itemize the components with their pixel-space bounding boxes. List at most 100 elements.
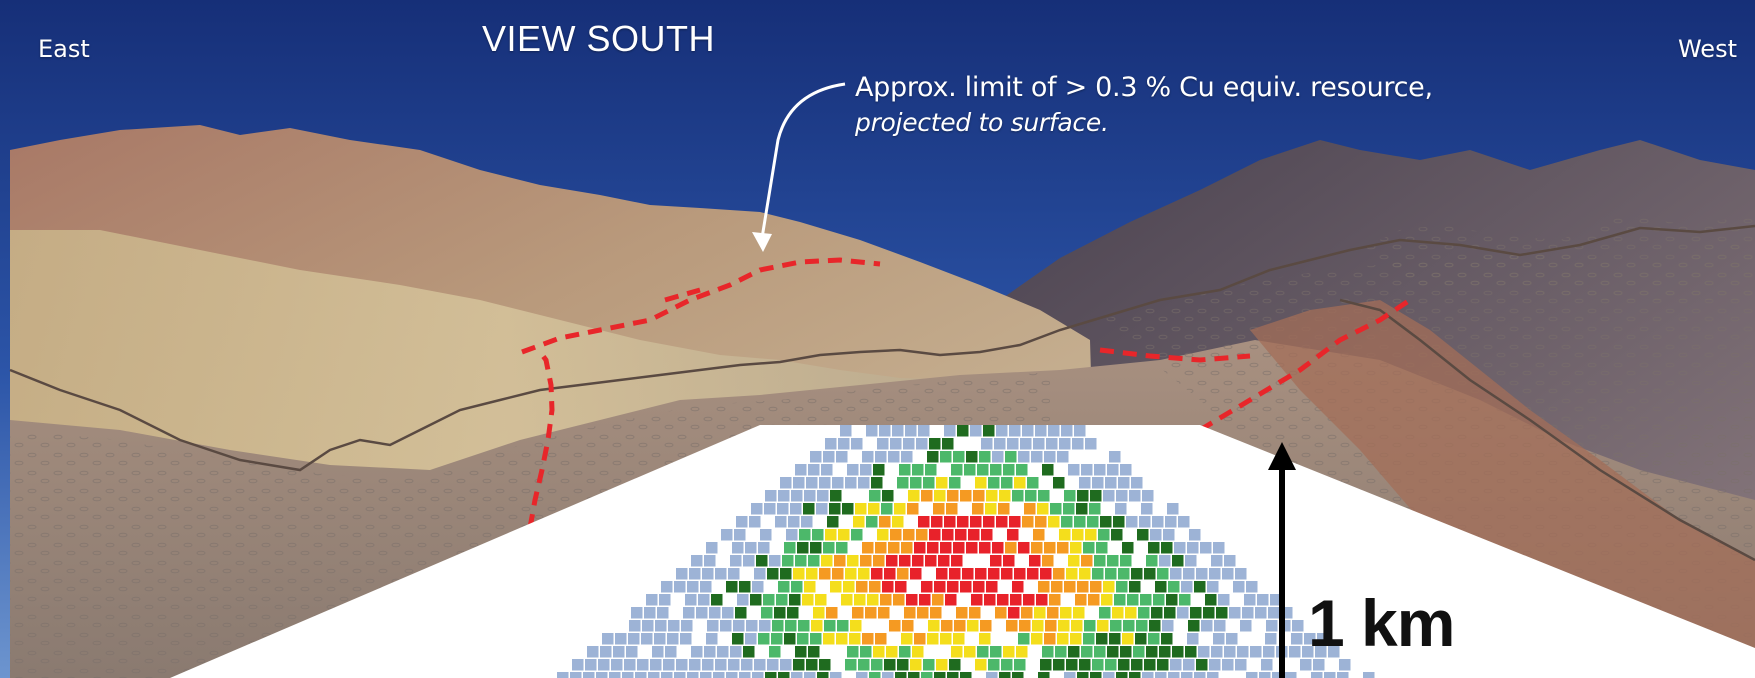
grid-block — [1077, 581, 1089, 593]
grid-block — [1181, 672, 1193, 678]
grid-block — [879, 425, 891, 437]
grid-block — [1012, 672, 1024, 678]
grid-block — [1044, 451, 1056, 463]
grid-block — [1164, 607, 1176, 619]
grid-block — [1183, 568, 1195, 580]
grid-block — [949, 659, 961, 671]
grid-block — [967, 620, 979, 632]
grid-block — [1009, 425, 1021, 437]
grid-block — [845, 477, 857, 489]
grid-block — [912, 555, 924, 567]
grid-block — [1027, 477, 1039, 489]
grid-block — [1005, 542, 1017, 554]
grid-block — [847, 464, 859, 476]
grid-block — [1129, 672, 1141, 678]
grid-block — [866, 516, 878, 528]
grid-block — [962, 568, 974, 580]
grid-block — [841, 594, 853, 606]
annotation-subtext: projected to surface. — [855, 108, 1109, 137]
grid-block — [1111, 529, 1123, 541]
grid-block — [1081, 464, 1093, 476]
grid-block — [892, 516, 904, 528]
grid-block — [914, 633, 926, 645]
grid-block — [996, 516, 1008, 528]
grid-block — [674, 672, 686, 678]
grid-block — [866, 425, 878, 437]
grid-block — [628, 633, 640, 645]
grid-block — [858, 659, 870, 671]
grid-block — [825, 529, 837, 541]
grid-block — [942, 438, 954, 450]
grid-block — [767, 659, 779, 671]
grid-block — [858, 568, 870, 580]
grid-block — [1077, 672, 1089, 678]
grid-block — [1216, 607, 1228, 619]
grid-block — [1100, 516, 1112, 528]
grid-block — [960, 490, 972, 502]
grid-block — [927, 451, 939, 463]
grid-block — [629, 620, 641, 632]
grid-block — [949, 477, 961, 489]
grid-block — [1157, 659, 1169, 671]
grid-block — [1021, 607, 1033, 619]
grid-block — [572, 659, 584, 671]
grid-block — [999, 490, 1011, 502]
grid-block — [1118, 568, 1130, 580]
grid-block — [1324, 672, 1336, 678]
grid-block — [977, 464, 989, 476]
grid-block — [1161, 633, 1173, 645]
grid-block — [865, 607, 877, 619]
grid-block — [641, 633, 653, 645]
grid-block — [986, 581, 998, 593]
grid-block — [1050, 503, 1062, 515]
grid-block — [949, 568, 961, 580]
grid-block — [739, 581, 751, 593]
grid-block — [1073, 607, 1085, 619]
grid-block — [665, 646, 677, 658]
grid-block — [1337, 672, 1349, 678]
grid-block — [923, 477, 935, 489]
grid-block — [1142, 672, 1154, 678]
grid-block — [775, 516, 787, 528]
annotation-text: Approx. limit of > 0.3 % Cu equiv. resou… — [855, 72, 1433, 103]
grid-block — [832, 477, 844, 489]
grid-block — [992, 542, 1004, 554]
grid-block — [1235, 568, 1247, 580]
grid-block — [1042, 646, 1054, 658]
grid-block — [964, 464, 976, 476]
grid-block — [1140, 594, 1152, 606]
grid-block — [1064, 672, 1076, 678]
grid-block — [921, 581, 933, 593]
grid-block — [720, 620, 732, 632]
grid-block — [1085, 529, 1097, 541]
grid-block — [1213, 633, 1225, 645]
grid-block — [1135, 633, 1147, 645]
grid-block — [815, 594, 827, 606]
grid-block — [1151, 607, 1163, 619]
grid-block — [1229, 607, 1241, 619]
grid-block — [953, 633, 965, 645]
grid-block — [1077, 490, 1089, 502]
grid-block — [905, 425, 917, 437]
grid-block — [921, 672, 933, 678]
grid-block — [1044, 633, 1056, 645]
grid-block — [778, 490, 790, 502]
grid-block — [944, 425, 956, 437]
grid-block — [795, 464, 807, 476]
grid-block — [877, 438, 889, 450]
grid-block — [806, 568, 818, 580]
grid-block — [830, 490, 842, 502]
grid-block — [756, 555, 768, 567]
grid-block — [902, 620, 914, 632]
grid-block — [1074, 516, 1086, 528]
grid-block — [908, 672, 920, 678]
grid-block — [777, 503, 789, 515]
grid-block — [971, 594, 983, 606]
grid-block — [1172, 646, 1184, 658]
grid-block — [855, 503, 867, 515]
grid-block — [842, 503, 854, 515]
grid-block — [925, 555, 937, 567]
grid-block — [927, 633, 939, 645]
grid-block — [1001, 477, 1013, 489]
grid-block — [1079, 477, 1091, 489]
